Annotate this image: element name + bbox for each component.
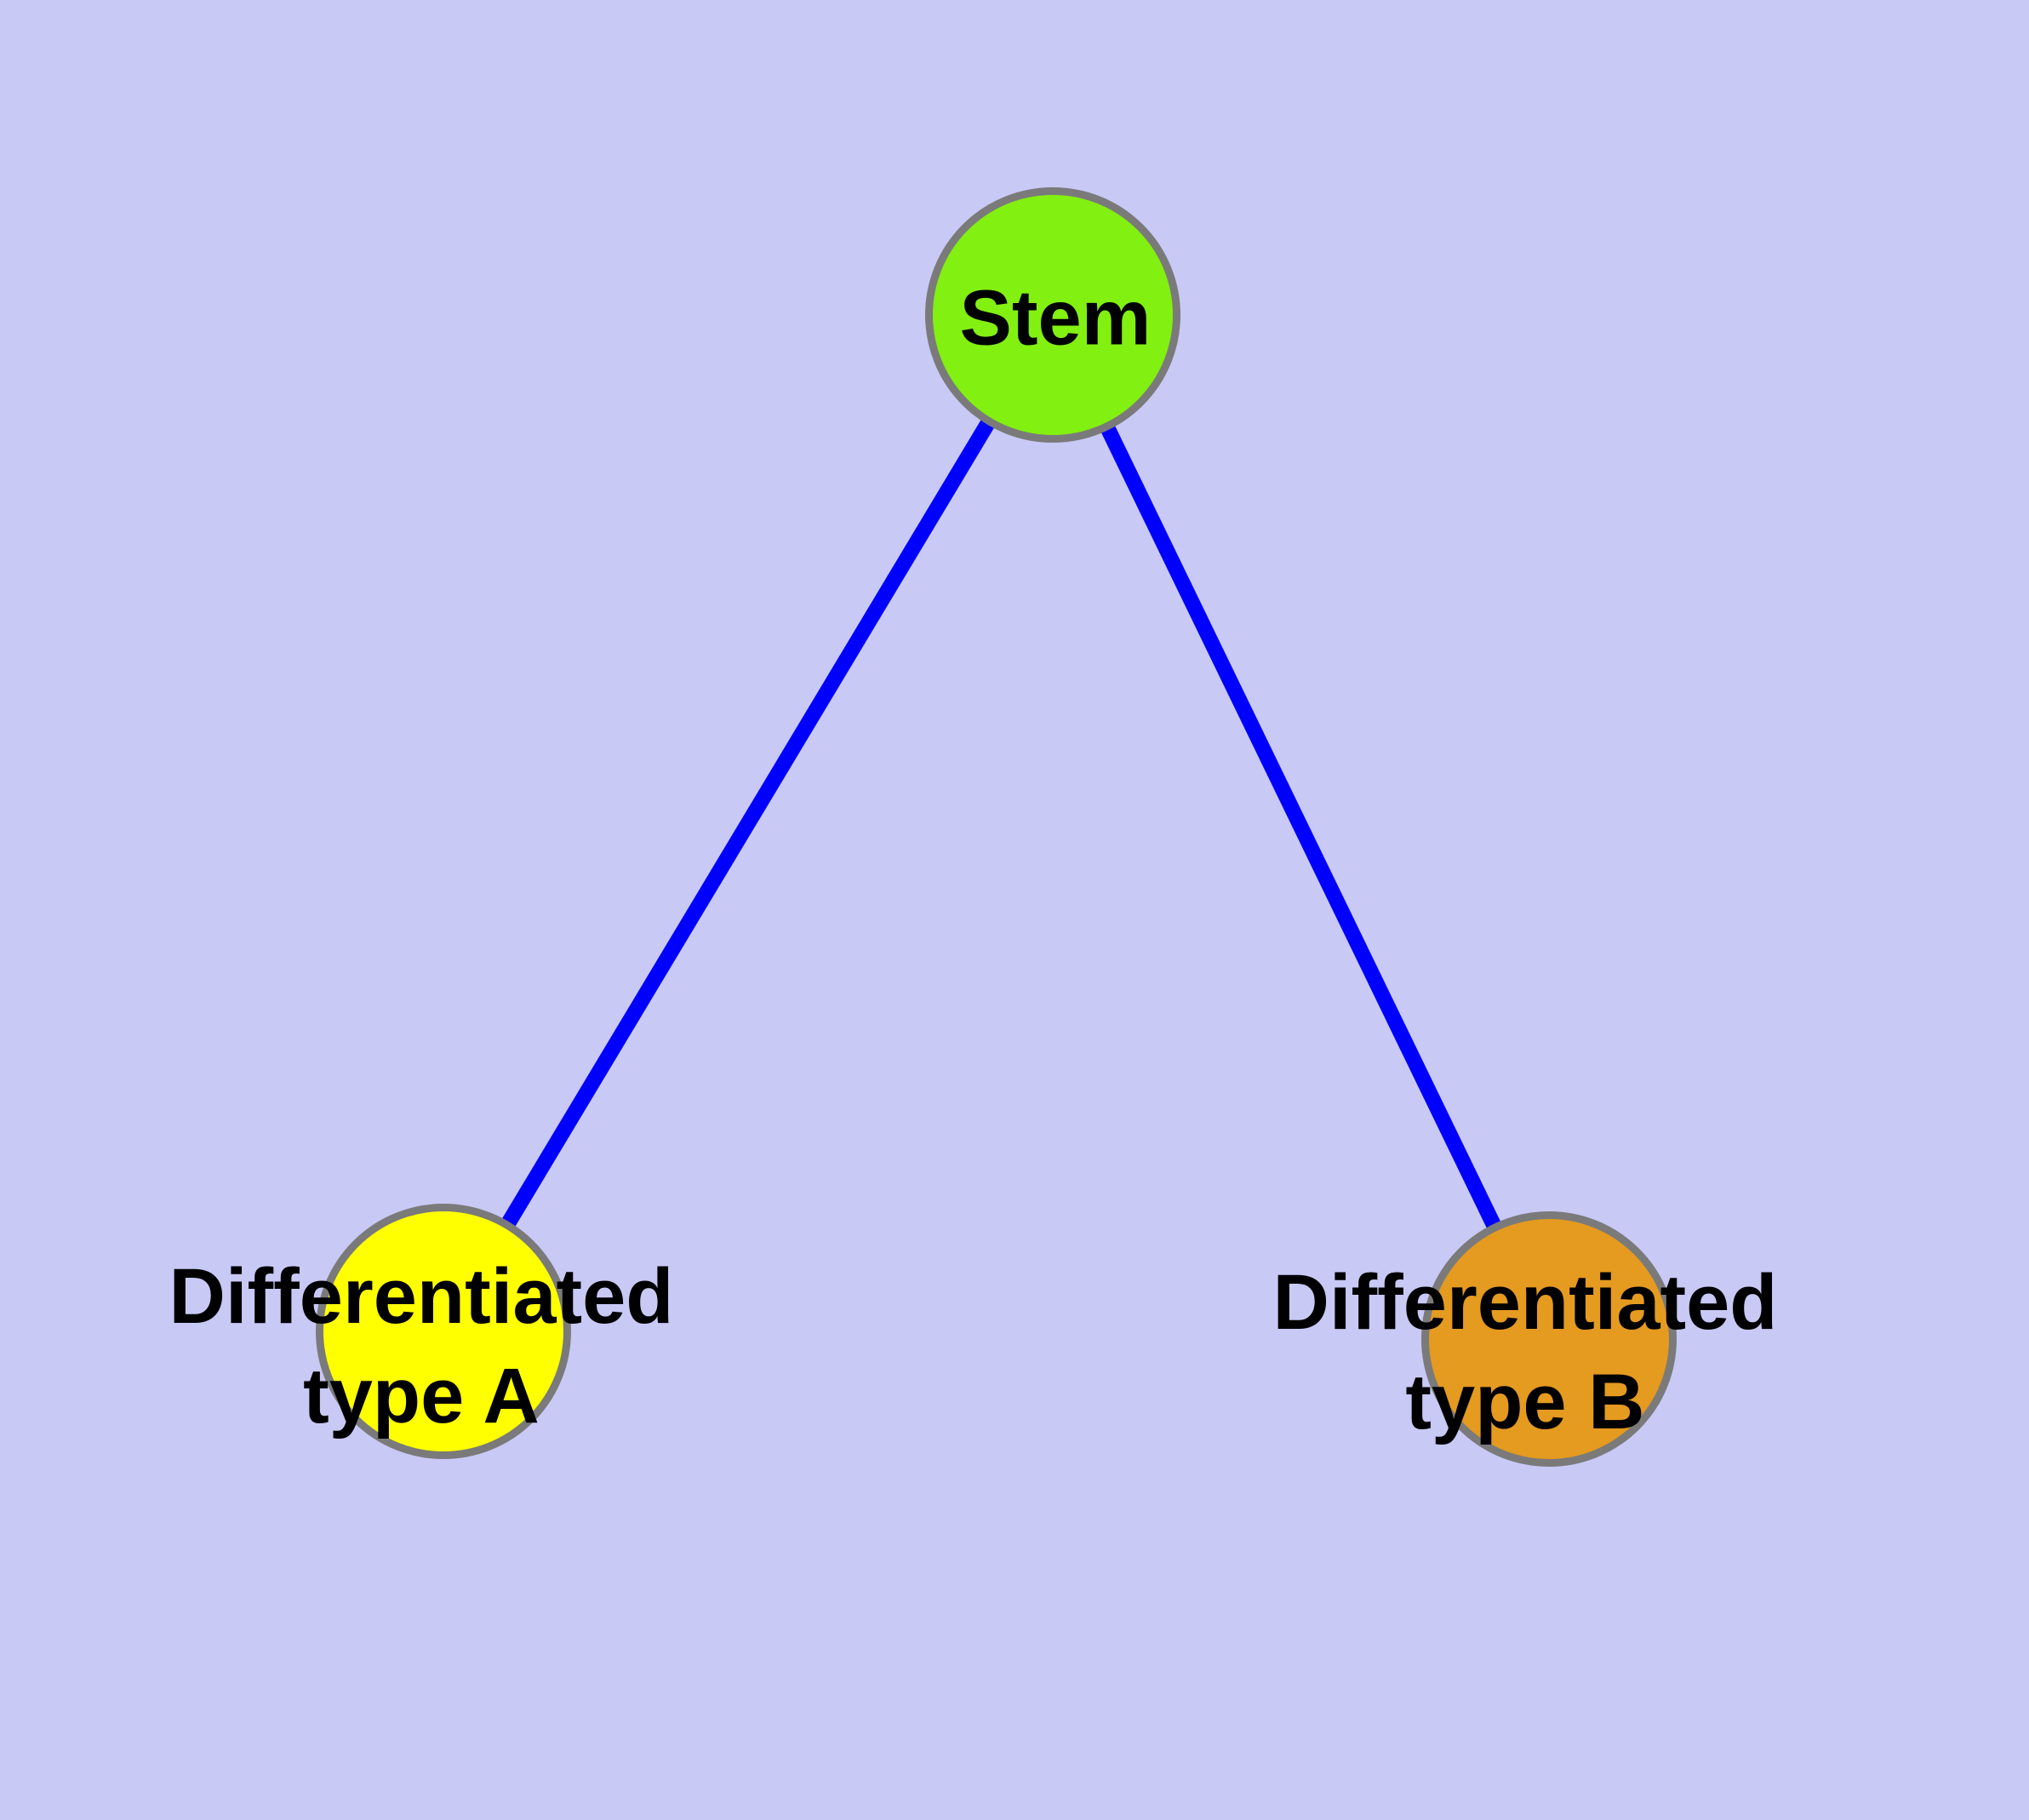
node-differentiated-type-b (1421, 1211, 1677, 1467)
node-differentiated-type-a (316, 1204, 571, 1459)
edge-stem-to-type-b (1045, 312, 1557, 1342)
node-stem (925, 187, 1180, 443)
edge-stem-to-type-a (437, 311, 1060, 1336)
